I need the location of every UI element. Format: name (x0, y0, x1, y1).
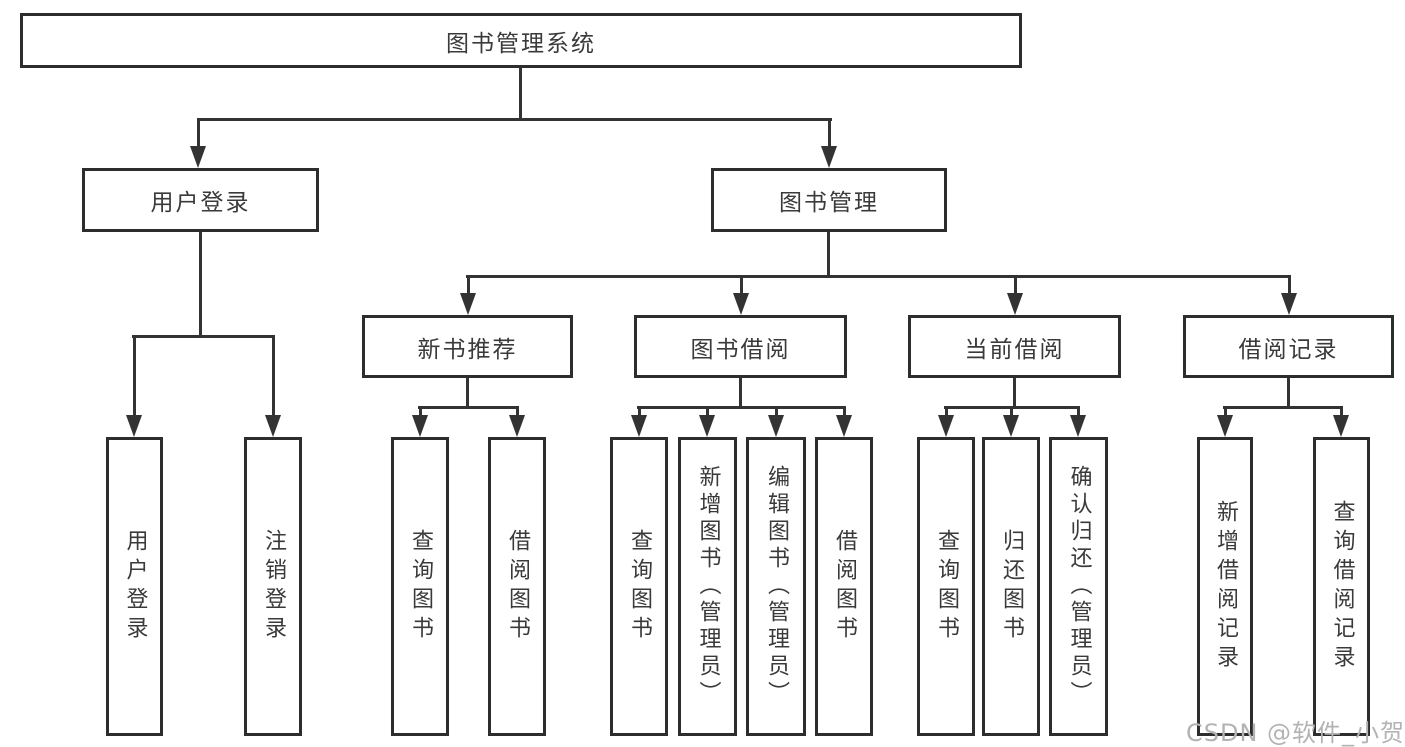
node-library-management-system: 图书管理系统 (20, 13, 1022, 68)
leaf-edit-books-admin: 编辑图书（管理员） (746, 437, 806, 736)
leaf-logout: 注销登录 (244, 437, 302, 736)
connector-line (197, 118, 832, 121)
connector-line (1223, 406, 1343, 409)
connector-line (827, 230, 830, 277)
arrow-down (1003, 409, 1019, 437)
arrow-down (821, 121, 837, 168)
connector-line (132, 335, 275, 338)
arrow-down (733, 278, 749, 315)
node-book-borrow: 图书借阅 (634, 315, 847, 378)
connector-line (519, 66, 522, 120)
arrow-down (126, 338, 142, 437)
node-new-book-recommend: 新书推荐 (362, 315, 573, 378)
arrow-down (699, 409, 715, 437)
leaf-add-books-admin: 新增图书（管理员） (678, 437, 737, 736)
leaf-return-books: 归还图书 (982, 437, 1040, 736)
arrow-down (1217, 409, 1233, 437)
node-book-management: 图书管理 (711, 168, 947, 232)
leaf-add-borrow-record: 新增借阅记录 (1197, 437, 1253, 736)
arrow-down (460, 278, 476, 315)
node-user-login: 用户登录 (82, 168, 319, 232)
leaf-query-books-borrow: 查询图书 (610, 437, 668, 736)
leaf-user-login: 用户登录 (106, 437, 163, 736)
connector-line (199, 230, 202, 337)
arrow-down (631, 409, 647, 437)
connector-line (466, 378, 469, 408)
connector-line (739, 378, 742, 408)
connector-line (418, 406, 519, 409)
leaf-query-borrow-record: 查询借阅记录 (1313, 437, 1370, 736)
leaf-borrow-books: 借阅图书 (815, 437, 873, 736)
leaf-borrow-books-recommend: 借阅图书 (488, 437, 546, 736)
connector-line (466, 275, 1291, 278)
connector-line (1287, 378, 1290, 408)
arrow-down (190, 121, 206, 168)
arrow-down (265, 338, 281, 437)
arrow-down (412, 409, 428, 437)
node-current-borrow: 当前借阅 (908, 315, 1121, 378)
arrow-down (938, 409, 954, 437)
leaf-query-books-recommend: 查询图书 (391, 437, 449, 736)
connector-line (944, 406, 1080, 409)
connector-line (637, 406, 846, 409)
arrow-down (1281, 278, 1297, 315)
arrow-down (768, 409, 784, 437)
arrow-down (1007, 278, 1023, 315)
node-borrow-records: 借阅记录 (1183, 315, 1394, 378)
arrow-down (1333, 409, 1349, 437)
connector-line (1013, 378, 1016, 408)
csdn-watermark: CSDN @软件_小贺同学 (1186, 719, 1405, 747)
leaf-query-books-current: 查询图书 (917, 437, 975, 736)
arrow-down (1070, 409, 1086, 437)
arrow-down (836, 409, 852, 437)
arrow-down (509, 409, 525, 437)
leaf-confirm-return-admin: 确认归还（管理员） (1049, 437, 1108, 736)
